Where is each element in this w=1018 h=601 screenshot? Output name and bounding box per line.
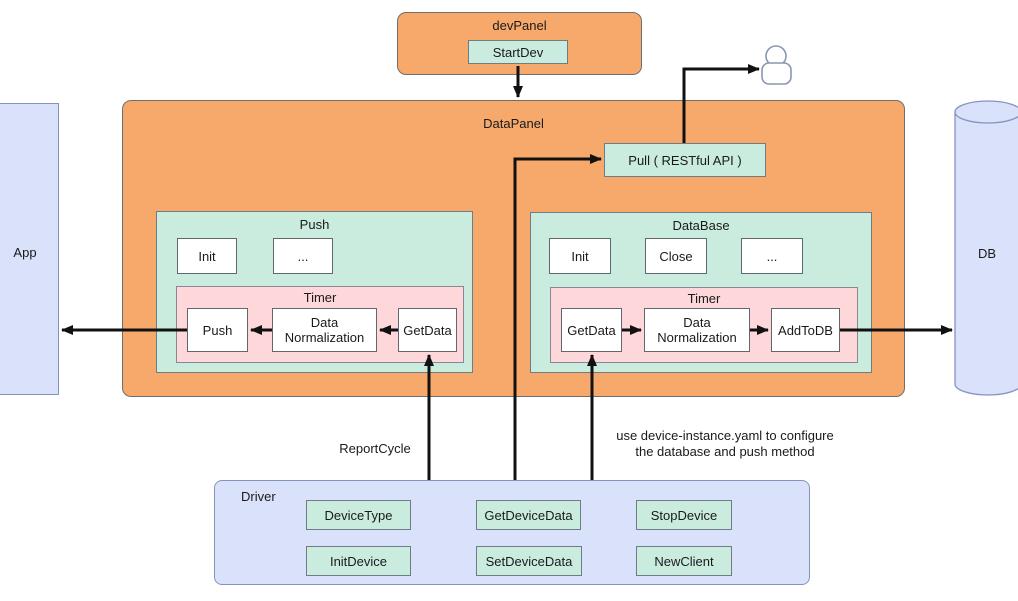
db-label: DB [977,245,997,261]
push-more-box: ... [273,238,333,274]
database-step-data-normalization-box: Data Normalization [644,308,750,352]
database-step-getdata-box: GetData [561,308,622,352]
database-more-box: ... [741,238,803,274]
user-icon [761,45,792,85]
driver-stopdevice-button: StopDevice [636,500,732,530]
config-note-line1: use device-instance.yaml to configure [616,428,834,443]
startdev-button: StartDev [468,40,568,64]
push-timer-title: Timer [303,290,337,305]
push-init-box: Init [177,238,237,274]
config-note-line2: the database and push method [635,444,815,459]
reportcycle-label: ReportCycle [339,441,411,456]
app-label: App [13,244,37,260]
database-step-addtodb-box: AddToDB [771,308,840,352]
push-step-getdata-box: GetData [398,308,457,352]
database-close-box: Close [645,238,707,274]
database-init-box: Init [549,238,611,274]
push-group-title: Push [299,217,330,232]
app-box [0,103,59,395]
pull-restful-api-box: Pull ( RESTful API ) [604,143,766,177]
database-group-title: DataBase [672,218,730,233]
driver-newclient-button: NewClient [636,546,732,576]
driver-devicetype-button: DeviceType [306,500,411,530]
driver-setdevicedata-button: SetDeviceData [476,546,582,576]
push-step-data-normalization-box: Data Normalization [272,308,377,352]
driver-getdevicedata-button: GetDeviceData [476,500,581,530]
datapanel-title: DataPanel [483,116,544,131]
driver-title: Driver [241,489,276,504]
driver-initdevice-button: InitDevice [306,546,411,576]
database-timer-title: Timer [687,291,721,306]
devpanel-title: devPanel [492,18,547,33]
config-note: use device-instance.yaml to configure th… [575,428,875,460]
push-step-push-box: Push [187,308,248,352]
